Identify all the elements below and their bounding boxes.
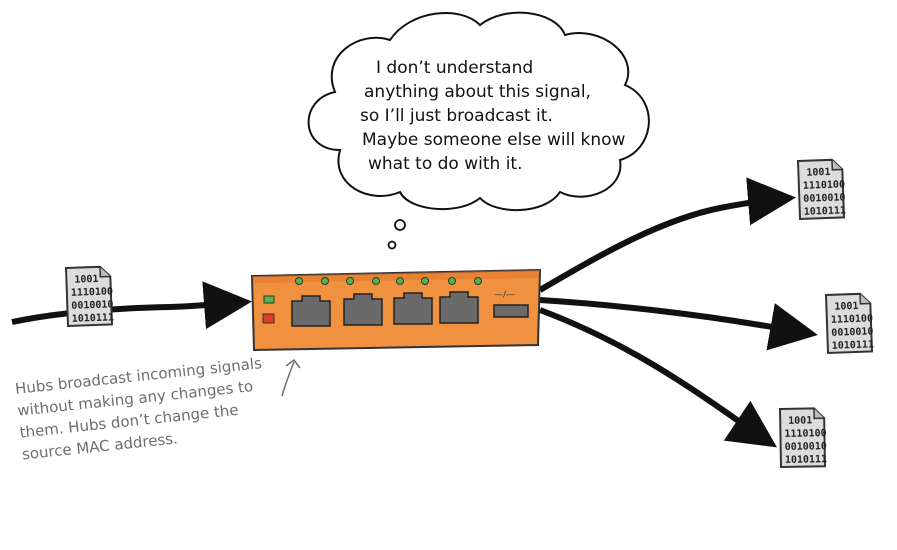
- thought-line-3: so I’ll just broadcast it.: [360, 106, 553, 126]
- packet-line-4: 1010111: [72, 312, 115, 324]
- data-packet-output-top: 1001 1110100 0010010 1010111: [797, 158, 847, 220]
- outgoing-arrow-bottom: [538, 307, 777, 448]
- port-3: [393, 292, 433, 325]
- outgoing-arrow-top: [538, 177, 796, 293]
- thought-bubble: [307, 11, 650, 250]
- svg-text:1110100: 1110100: [831, 313, 874, 325]
- port-leds: [295, 277, 482, 285]
- svg-text:1110100: 1110100: [803, 179, 846, 191]
- hub-device: —/—: [250, 268, 542, 352]
- svg-text:1010111: 1010111: [785, 454, 827, 466]
- incoming-signal-arrow: [11, 281, 252, 330]
- link-led: [263, 295, 275, 304]
- data-packet-output-middle: 1001 1110100 0010010 1010111: [825, 292, 875, 354]
- annotation-arrow: [281, 358, 301, 397]
- packet-line-3: 0010010: [71, 299, 114, 311]
- packet-line-1: 1001: [74, 274, 98, 286]
- thought-line-1: I don’t understand: [376, 58, 534, 78]
- port-4: [439, 291, 479, 324]
- packet-line-2: 1110100: [71, 286, 114, 298]
- svg-text:1010111: 1010111: [832, 339, 875, 351]
- svg-text:1010111: 1010111: [804, 205, 847, 217]
- svg-text:0010010: 0010010: [831, 326, 874, 338]
- ethernet-ports: [291, 291, 479, 327]
- thought-bubble-text: I don’t understand anything about this s…: [352, 56, 642, 176]
- power-led: [262, 313, 275, 324]
- uplink-label: —/—: [494, 290, 515, 300]
- thought-line-5: what to do with it.: [368, 154, 523, 174]
- port-2: [343, 293, 383, 326]
- svg-text:1001: 1001: [788, 415, 812, 426]
- outgoing-arrow-middle: [539, 297, 818, 351]
- data-packet-output-bottom: 1001 1110100 0010010 1010111: [779, 407, 827, 468]
- svg-text:1001: 1001: [806, 167, 830, 179]
- uplink-port: [493, 304, 529, 318]
- data-packet-incoming: 1001 1110100 0010010 1010111: [65, 265, 115, 327]
- svg-text:1110100: 1110100: [784, 428, 826, 440]
- svg-text:0010010: 0010010: [785, 441, 827, 453]
- svg-text:1001: 1001: [834, 301, 858, 313]
- port-1: [291, 295, 331, 327]
- thought-line-4: Maybe someone else will know: [362, 130, 626, 150]
- svg-text:0010010: 0010010: [803, 192, 846, 204]
- thought-line-2: anything about this signal,: [364, 82, 591, 102]
